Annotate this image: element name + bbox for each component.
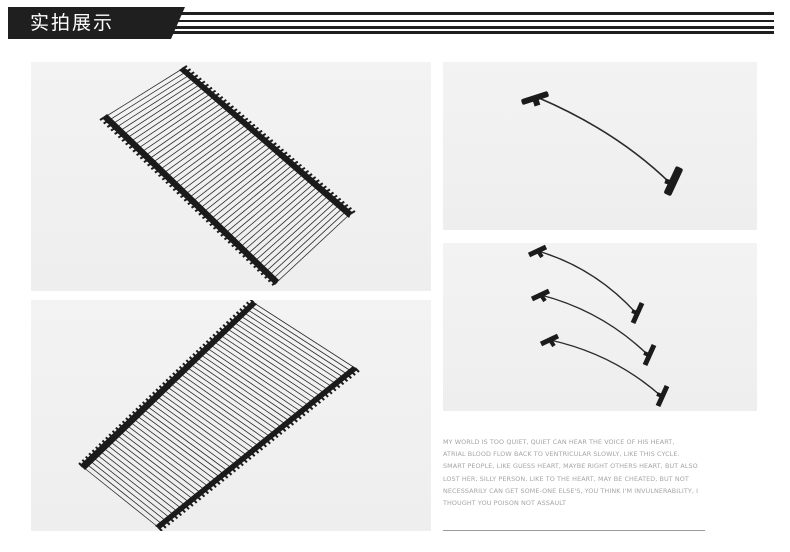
header-rule-lines: [162, 12, 774, 34]
tag-pins-strip-image: [99, 65, 356, 286]
caption-divider: [443, 530, 705, 531]
single-pin-image: [521, 91, 683, 196]
header-bar: [8, 7, 185, 39]
photo-single-tag-pin: [443, 62, 757, 230]
three-pins-image: [527, 244, 670, 408]
tag-pins-strip-image-2: [78, 300, 360, 531]
photo-three-tag-pins: [443, 243, 757, 411]
photo-tag-pins-strip-bottom: [31, 300, 431, 531]
caption-text: MY WORLD IS TOO QUIET, QUIET CAN HEAR TH…: [443, 438, 699, 508]
section-title: 实拍展示: [30, 12, 115, 34]
photo-tag-pins-strip-top: [31, 62, 431, 291]
